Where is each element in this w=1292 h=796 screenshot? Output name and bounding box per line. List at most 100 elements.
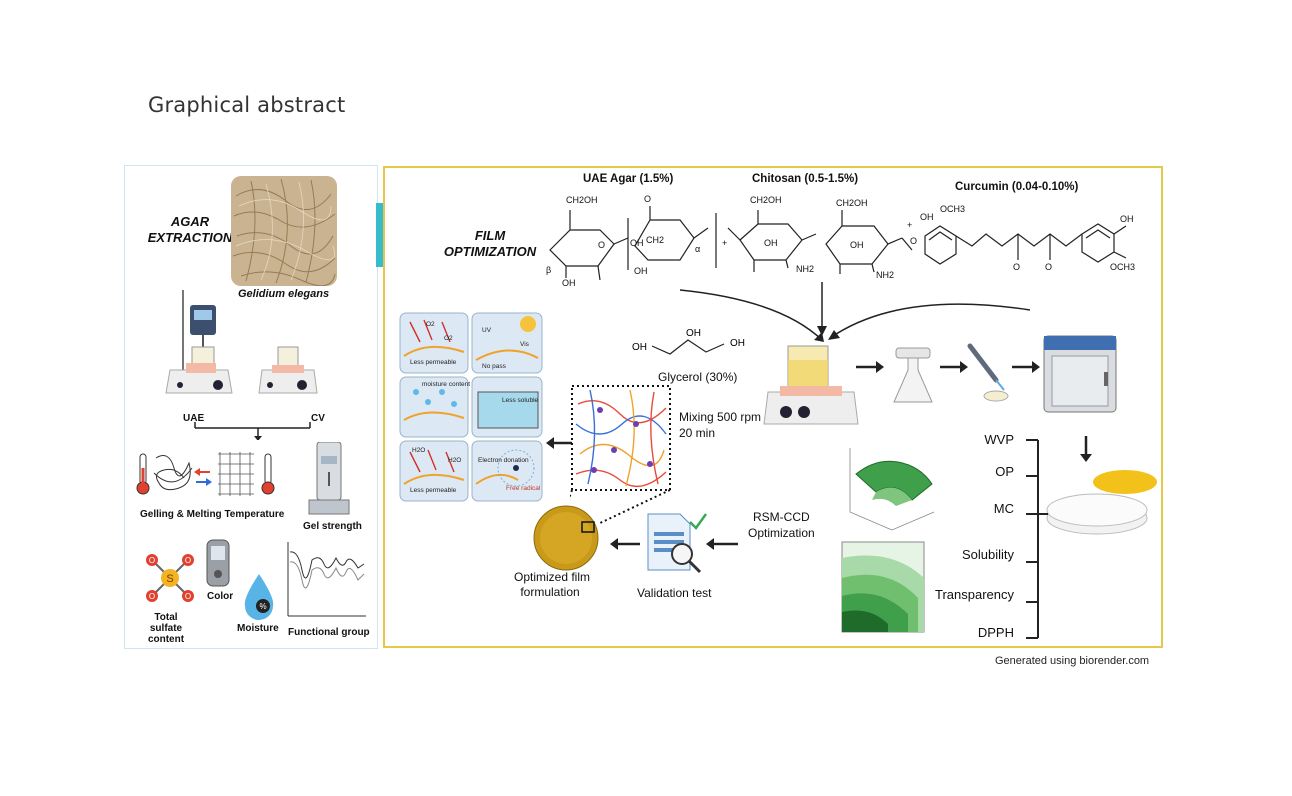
sulfate-center-symbol: S — [166, 573, 173, 585]
agar-oh-label-2: OH — [630, 238, 644, 248]
curved-input-arrows — [679, 282, 1031, 342]
pipette-petri-icon — [967, 343, 1009, 402]
plus-sign-2: + — [907, 220, 912, 230]
chitosan-formula-title: Chitosan (0.5-1.5%) — [752, 173, 859, 185]
water-drop-icon: % — [244, 574, 274, 620]
electron-donation-label: Electron donation — [478, 457, 529, 464]
glycerol-structure: OH OH OH — [632, 328, 745, 355]
agar-ring1-o-label: O — [598, 240, 605, 250]
seaweed-photo — [231, 176, 337, 286]
free-radical-label: Free radical — [506, 485, 541, 492]
rsm-ccd-label: RSM-CCD Optimization — [748, 509, 815, 541]
optimized-line1: Optimized film — [514, 570, 591, 584]
plus-sign-1: + — [722, 238, 727, 248]
uv-label: UV — [482, 327, 492, 334]
film-heading-line1: FILM — [474, 228, 506, 243]
curcumin-formula-title: Curcumin (0.04-0.10%) — [955, 181, 1079, 193]
sulfate-label: Total sulfate content — [137, 612, 195, 645]
mixing-hotplate-icon — [763, 345, 859, 425]
gelling-label: Gelling & Melting Temperature — [140, 509, 285, 520]
property-solubility: Solubility — [961, 547, 1014, 562]
arrow-to-properties — [546, 437, 572, 449]
film-heading-line2: OPTIMIZATION — [443, 244, 537, 259]
alpha-label: α — [695, 244, 700, 254]
optimized-line2: formulation — [520, 585, 580, 599]
property-transparency: Transparency — [935, 587, 1014, 602]
gelling-melting-graphic — [136, 452, 275, 496]
colorimeter-icon — [206, 539, 230, 587]
mixing-line1: Mixing 500 rpm — [679, 410, 762, 424]
cv-label: CV — [311, 413, 325, 424]
property-dpph: DPPH — [977, 625, 1014, 640]
chitosan-nh2-label-1: NH2 — [796, 264, 814, 274]
glycerol-oh-2: OH — [686, 328, 701, 339]
curcumin-o-label-1: O — [1013, 262, 1020, 272]
beta-label: β — [546, 265, 551, 275]
moisture-content-label: moisture content — [422, 381, 470, 388]
species-label: Gelidium elegans — [238, 288, 330, 300]
mixing-label: Mixing 500 rpm 20 min — [679, 409, 761, 441]
glycerol-label: Glycerol (30%) — [658, 370, 738, 384]
chitosan-ch2oh-label-1: CH2OH — [750, 195, 782, 205]
arrow-down-icon — [1080, 436, 1092, 462]
property-mc: MC — [993, 501, 1014, 516]
film-optimization-heading: FILM OPTIMIZATION — [440, 228, 540, 260]
o2-label-2: O2 — [444, 335, 453, 342]
final-film-dish — [1046, 470, 1157, 535]
agar-formula-title: UAE Agar (1.5%) — [583, 173, 674, 185]
film-properties-list: WVP OP MC Solubility Transparency DPPH — [920, 432, 1050, 642]
extraction-equipment — [165, 290, 318, 440]
gel-strength-label: Gel strength — [303, 521, 362, 532]
agar-ring2-o-label: O — [644, 194, 651, 204]
chitosan-oh-label-1: OH — [764, 238, 778, 248]
validation-label: Validation test — [637, 586, 712, 600]
sulfate-label-line2: content — [147, 634, 185, 645]
chitosan-o-label: O — [910, 236, 917, 246]
agar-oh-label-1: OH — [562, 278, 576, 288]
spreadsheet-magnifier-icon — [647, 513, 708, 574]
chitosan-oh-label-2: OH — [850, 240, 864, 250]
uae-label: UAE — [183, 413, 205, 424]
glycerol-oh-1: OH — [632, 342, 647, 353]
less-permeable-label-2: Less permeable — [410, 487, 457, 494]
polymer-network-zoom — [570, 385, 671, 525]
h2o-label-1: H2O — [412, 447, 425, 454]
sulfate-o-3: O — [149, 592, 155, 601]
property-op: OP — [995, 464, 1014, 479]
process-arrows — [856, 361, 1040, 373]
sulfate-label-line1: Total sulfate — [149, 612, 183, 634]
sulfate-o-1: O — [149, 556, 155, 565]
agar-heading-line1: AGAR — [170, 214, 210, 229]
degassing-flask-icon — [893, 347, 933, 403]
oven-icon — [1043, 335, 1117, 413]
moisture-symbol: % — [259, 602, 266, 611]
o2-label-1: O2 — [426, 321, 435, 328]
curcumin-och3-label-2: OCH3 — [1110, 262, 1135, 272]
contour-plot — [841, 541, 925, 633]
sulfate-o-4: O — [185, 592, 191, 601]
film-property-grid: Less permeable O2 O2 UV Vis No pass mois… — [398, 312, 544, 502]
agar-heading-line2: EXTRACTION — [147, 230, 233, 245]
rsm-line1: RSM-CCD — [753, 510, 810, 524]
footer-credit: Generated using biorender.com — [995, 655, 1150, 667]
vis-label: Vis — [520, 341, 530, 348]
ftir-spectrum-icon — [287, 542, 366, 617]
agar-ch2oh-label: CH2OH — [566, 195, 598, 205]
arrow-to-optimized — [610, 538, 640, 550]
sulfate-molecule-icon: S O O O O — [146, 554, 194, 602]
agar-ch2-label: CH2 — [646, 235, 664, 245]
page-title: Graphical abstract — [148, 93, 346, 117]
glycerol-oh-3: OH — [730, 338, 745, 349]
optimized-film-disc — [533, 505, 599, 571]
property-wvp: WVP — [984, 432, 1014, 447]
curcumin-oh-label-1: OH — [920, 212, 934, 222]
color-label: Color — [207, 591, 234, 602]
functional-group-label: Functional group — [288, 627, 370, 638]
sulfate-o-2: O — [185, 556, 191, 565]
thermometer-icon — [136, 453, 150, 495]
less-permeable-label-1: Less permeable — [410, 359, 457, 366]
optimized-film-label: Optimized film formulation — [514, 570, 590, 600]
agar-oh-label-3: OH — [634, 266, 648, 276]
moisture-label: Moisture — [237, 623, 279, 634]
rsm-line2: Optimization — [748, 526, 815, 540]
